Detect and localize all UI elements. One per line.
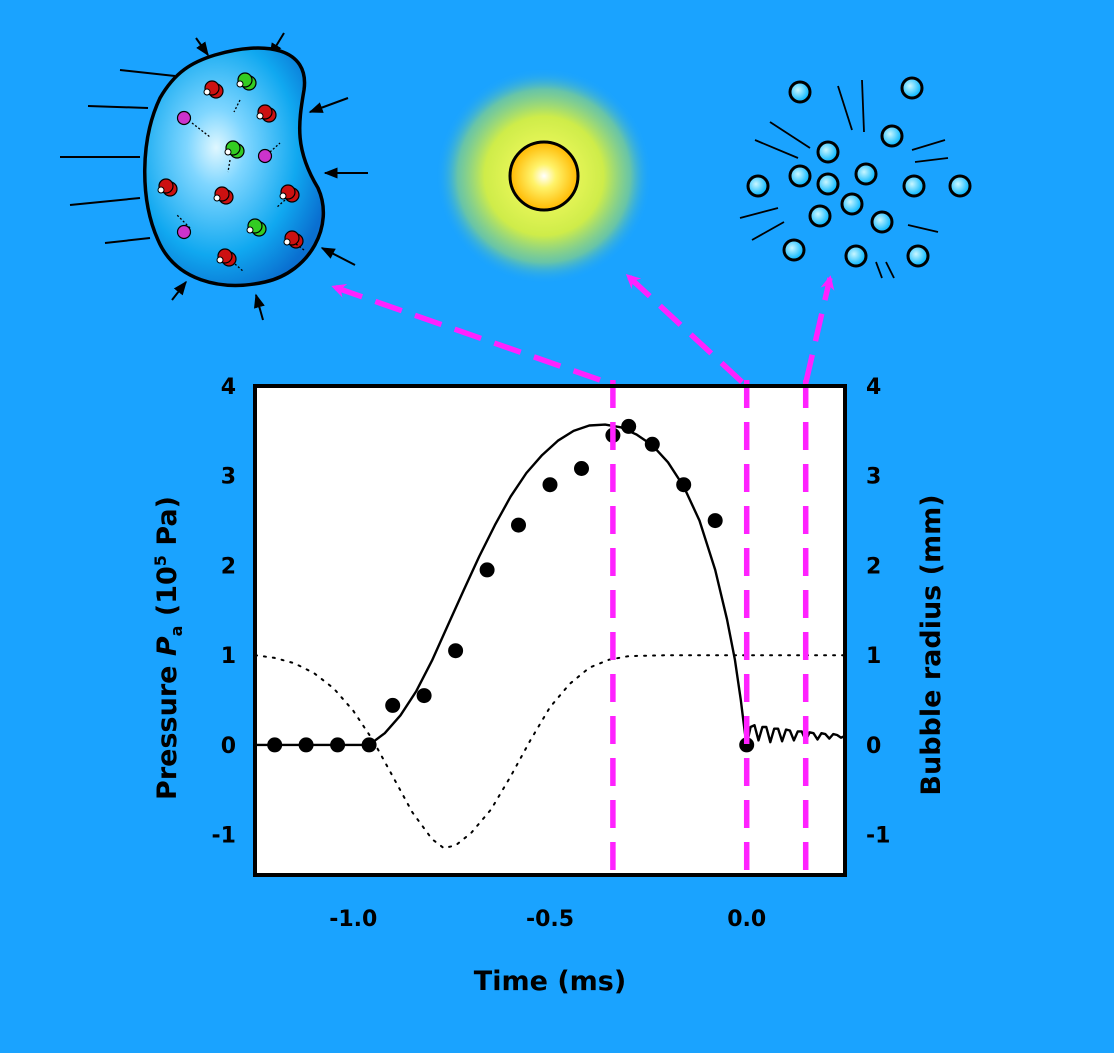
compressing-bubble-icon bbox=[60, 32, 368, 321]
data-point bbox=[739, 737, 755, 753]
molecule bbox=[216, 248, 237, 267]
molecule bbox=[203, 80, 224, 99]
x-tick-labels: -1.0 -0.5 0.0 bbox=[329, 907, 766, 932]
data-point bbox=[574, 461, 589, 476]
data-point bbox=[542, 477, 558, 493]
x-axis-label: Time (ms) bbox=[474, 966, 626, 997]
data-point bbox=[644, 436, 660, 452]
glow-core bbox=[508, 140, 580, 212]
x-tick-label: 0.0 bbox=[727, 907, 766, 932]
series-line-2 bbox=[254, 654, 846, 850]
y-tick-labels-left: -1 0 1 2 3 4 bbox=[212, 375, 236, 849]
arrow-to-compressing-bubble bbox=[331, 284, 601, 383]
particle bbox=[906, 244, 930, 268]
molecule bbox=[279, 184, 300, 203]
particle bbox=[880, 124, 904, 148]
molecules bbox=[157, 72, 305, 273]
series-line-1 bbox=[255, 423, 748, 747]
data-point bbox=[416, 688, 432, 704]
x-tick-label: -1.0 bbox=[329, 907, 377, 932]
data-point bbox=[298, 737, 314, 753]
data-point bbox=[330, 737, 346, 753]
pressure-lines bbox=[60, 32, 368, 321]
particle bbox=[840, 192, 864, 216]
molecule bbox=[256, 104, 277, 123]
curves bbox=[254, 423, 846, 850]
y-tick-label-right: 3 bbox=[866, 465, 881, 490]
plot-frame bbox=[253, 384, 847, 877]
data-point bbox=[267, 737, 283, 753]
y-tick-labels-right: -1 0 1 2 3 4 bbox=[866, 375, 890, 849]
y-tick-label-left: 4 bbox=[221, 375, 236, 400]
y-tick-label-left: -1 bbox=[212, 824, 236, 849]
molecule-motion bbox=[295, 243, 305, 251]
x-tick-label: -0.5 bbox=[526, 907, 574, 932]
molecule bbox=[236, 72, 257, 91]
particle bbox=[816, 140, 840, 164]
particle bbox=[746, 174, 770, 198]
y-tick-label-left: 3 bbox=[221, 465, 236, 490]
data-point bbox=[385, 697, 401, 713]
data-point bbox=[448, 643, 464, 659]
particle bbox=[844, 244, 868, 268]
y-tick-label-left: 2 bbox=[221, 554, 236, 579]
particle bbox=[808, 204, 832, 228]
molecule-motion bbox=[175, 213, 191, 229]
y-tick-label-right: -1 bbox=[866, 824, 890, 849]
particle bbox=[788, 164, 812, 188]
data-point bbox=[676, 477, 692, 493]
y-tick-label-right: 0 bbox=[866, 734, 881, 759]
particle bbox=[948, 174, 972, 198]
y-tick-label-left: 1 bbox=[221, 644, 236, 669]
connector-arrows bbox=[331, 273, 835, 385]
particle bbox=[816, 172, 840, 196]
particle bbox=[870, 210, 894, 234]
arrow-to-burst-bubble bbox=[803, 275, 835, 383]
plot: -1.0 -0.5 0.0 -1 0 1 2 3 4 -1 0 1 2 3 4 bbox=[212, 375, 891, 932]
series-line-3 bbox=[745, 724, 846, 746]
molecule bbox=[157, 178, 178, 197]
molecule bbox=[283, 230, 304, 249]
particle bbox=[788, 80, 812, 104]
molecule bbox=[257, 148, 273, 164]
particle bbox=[782, 238, 806, 262]
molecule bbox=[176, 110, 192, 126]
bubble-body bbox=[143, 46, 325, 288]
data-point bbox=[621, 418, 637, 434]
burst-particles bbox=[746, 76, 972, 268]
molecule bbox=[176, 224, 192, 240]
data-points bbox=[267, 418, 755, 753]
y-axis-label-right: Bubble radius (mm) bbox=[916, 494, 947, 795]
data-point bbox=[361, 737, 377, 753]
molecule bbox=[213, 186, 234, 205]
y-tick-label-right: 2 bbox=[866, 554, 881, 579]
data-point bbox=[479, 562, 495, 578]
burst-bubble-icon bbox=[739, 76, 972, 279]
molecule bbox=[224, 140, 245, 159]
particle bbox=[854, 162, 878, 186]
y-tick-label-right: 4 bbox=[866, 375, 881, 400]
particle bbox=[902, 174, 926, 198]
data-point bbox=[511, 517, 526, 533]
data-point bbox=[707, 513, 723, 529]
molecule bbox=[246, 218, 267, 237]
burst-lines bbox=[739, 79, 949, 279]
particle bbox=[900, 76, 924, 100]
arrow-to-glowing-bubble bbox=[625, 273, 744, 385]
y-tick-label-right: 1 bbox=[866, 644, 881, 669]
plot-area bbox=[255, 386, 845, 875]
y-axis-label-left: Pressure Pa (105 Pa) bbox=[151, 496, 186, 800]
glowing-bubble-icon bbox=[436, 68, 652, 284]
y-tick-label-left: 0 bbox=[221, 734, 236, 759]
